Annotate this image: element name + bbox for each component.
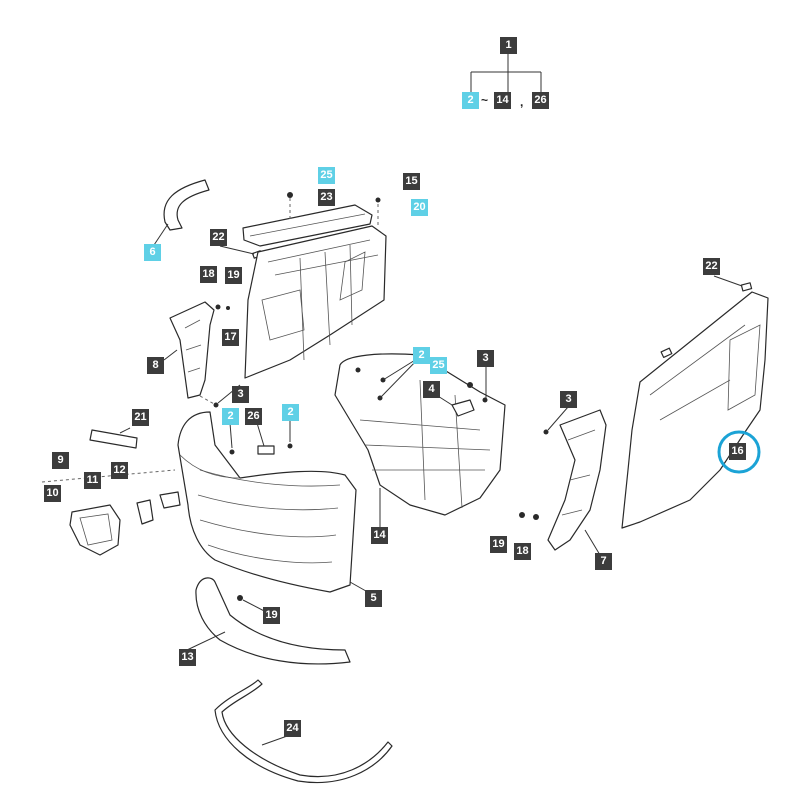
label-3c: 3 [560, 391, 577, 408]
label-6: 6 [144, 244, 161, 261]
label-19c: 19 [263, 607, 280, 624]
bar-21 [89, 429, 138, 449]
label-25a: 25 [318, 167, 335, 184]
label-19a: 19 [225, 267, 242, 284]
label-15: 15 [403, 173, 420, 190]
label-2-top: 2 [462, 92, 479, 109]
label-1: 1 [500, 37, 517, 54]
label-12: 12 [111, 462, 128, 479]
label-3a: 3 [232, 386, 249, 403]
label-13: 13 [179, 649, 196, 666]
seal-strip-24 [214, 679, 393, 784]
label-22b: 22 [703, 258, 720, 275]
label-20: 20 [411, 199, 428, 216]
label-2b: 2 [222, 408, 239, 425]
lower-trim-13 [195, 577, 351, 665]
label-11: 11 [84, 472, 101, 489]
label-18b: 18 [514, 543, 531, 560]
hose-part [163, 179, 210, 231]
label-26-top: 26 [532, 92, 549, 109]
highlight-circle [717, 430, 761, 474]
side-skin-panel-16 [621, 291, 769, 529]
label-4: 4 [423, 381, 440, 398]
label-7: 7 [595, 553, 612, 570]
label-17: 17 [222, 329, 239, 346]
handle-10 [69, 504, 121, 556]
label-19b: 19 [490, 536, 507, 553]
label-2a: 2 [413, 347, 430, 364]
label-9: 9 [52, 452, 69, 469]
label-10: 10 [44, 485, 61, 502]
side-bracket-8 [169, 301, 215, 399]
label-14-top: 14 [494, 92, 511, 109]
label-2c: 2 [282, 404, 299, 421]
screw-23 [287, 192, 293, 198]
clip-22b [740, 282, 753, 292]
label-14: 14 [371, 527, 388, 544]
label-26: 26 [245, 408, 262, 425]
side-panel-7 [547, 409, 607, 551]
label-18a: 18 [200, 266, 217, 283]
bumper-grille-5 [177, 411, 357, 593]
top-trim-strip [242, 204, 373, 247]
range-tilde: ~ [481, 93, 489, 107]
label-3b: 3 [477, 350, 494, 367]
label-16: 16 [729, 443, 746, 460]
label-8: 8 [147, 357, 164, 374]
label-24: 24 [284, 720, 301, 737]
top-bracket [470, 53, 542, 92]
label-22a: 22 [210, 229, 227, 246]
label-25b: 25 [430, 357, 447, 374]
label-21: 21 [132, 409, 149, 426]
label-23: 23 [318, 189, 335, 206]
center-panel-14 [334, 353, 506, 516]
clip-26 [257, 445, 275, 455]
label-5: 5 [365, 590, 382, 607]
list-comma: , [520, 95, 524, 109]
clip-12 [159, 491, 181, 509]
clip-11 [136, 499, 154, 525]
screw-15 [375, 197, 381, 203]
bracket-4 [451, 399, 475, 417]
